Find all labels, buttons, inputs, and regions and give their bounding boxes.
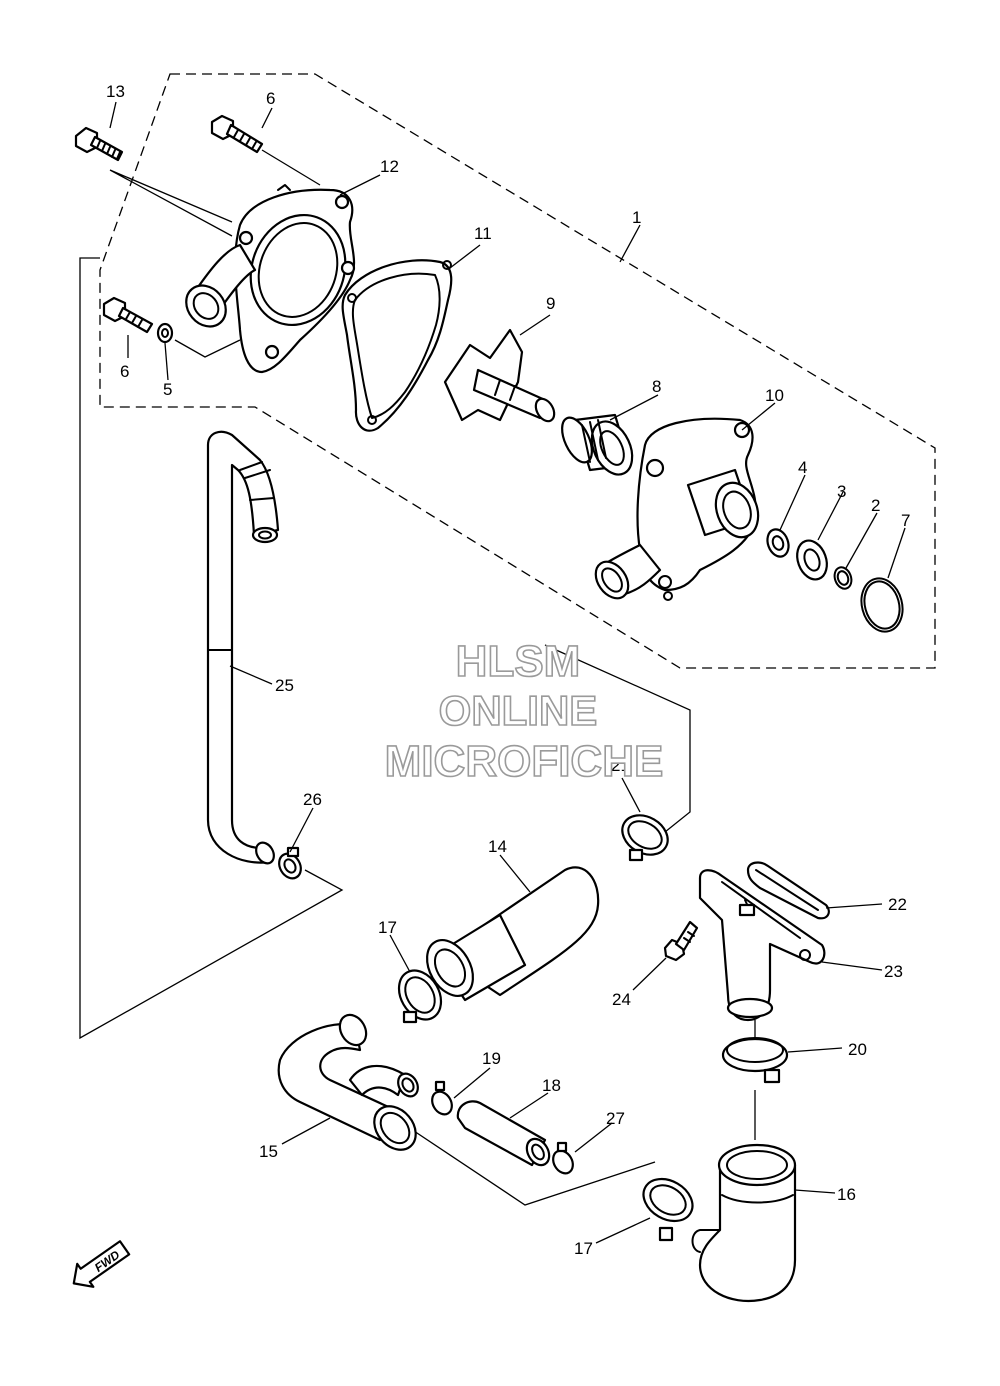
callout-4: 4 <box>798 458 807 477</box>
circlip-2[interactable] <box>832 565 855 591</box>
callout-25: 25 <box>275 676 294 695</box>
o-ring-7[interactable] <box>856 574 909 637</box>
bolt-6-lower[interactable] <box>102 296 154 334</box>
callout-16: 16 <box>837 1185 856 1204</box>
callout-11: 11 <box>474 224 492 243</box>
callout-8: 8 <box>652 377 661 396</box>
bolt-24[interactable] <box>663 920 699 962</box>
clamp-26[interactable] <box>275 846 305 882</box>
callout-1: 1 <box>632 208 641 227</box>
washer-5[interactable] <box>156 322 174 344</box>
clamp-21[interactable] <box>615 807 675 862</box>
clamp-17-lower[interactable] <box>636 1171 700 1242</box>
callout-17-lower: 17 <box>574 1239 593 1258</box>
pipe-15[interactable] <box>277 1010 425 1158</box>
callout-20: 20 <box>848 1040 867 1059</box>
callout-3: 3 <box>837 482 846 501</box>
clamp-20[interactable] <box>721 1037 789 1084</box>
hose-group-boundary <box>79 257 344 1040</box>
watermark-line-1: HLSM <box>456 637 581 686</box>
callout-7: 7 <box>901 511 910 530</box>
impeller-shaft-9[interactable] <box>443 328 558 424</box>
callout-10: 10 <box>765 386 784 405</box>
callout-15: 15 <box>259 1142 278 1161</box>
hose-25[interactable] <box>206 430 280 867</box>
callout-13: 13 <box>106 82 125 101</box>
callout-22: 22 <box>888 895 907 914</box>
bearing-3[interactable] <box>792 536 832 583</box>
oil-seal-4[interactable] <box>764 526 792 559</box>
callout-21: 21 <box>611 756 630 775</box>
pump-cover-12[interactable] <box>178 184 360 374</box>
gasket-11[interactable] <box>341 259 453 432</box>
mechanical-seal-8[interactable] <box>556 413 640 481</box>
thermostat-housing-23[interactable] <box>698 869 826 1022</box>
callout-6-lower: 6 <box>120 362 129 381</box>
clamp-21-bracket <box>544 644 691 833</box>
callout-14: 14 <box>488 837 507 856</box>
watermark: HLSM ONLINE MICROFICHE <box>384 636 664 787</box>
clamp-27[interactable] <box>549 1141 577 1177</box>
pipe-15-bracket <box>404 1124 656 1206</box>
hose-18[interactable] <box>456 1100 554 1169</box>
callout-5: 5 <box>163 380 172 399</box>
bolt-6-top[interactable] <box>210 114 264 154</box>
callout-12: 12 <box>380 157 399 176</box>
callout-23: 23 <box>884 962 903 981</box>
fwd-direction-arrow: FWD <box>72 1240 131 1288</box>
callout-27: 27 <box>606 1109 625 1128</box>
callout-labels: 1 2 3 4 5 6 6 7 8 9 10 11 12 13 14 15 16… <box>106 82 910 1258</box>
callout-6-top: 6 <box>266 89 275 108</box>
callout-26: 26 <box>303 790 322 809</box>
callout-24: 24 <box>612 990 631 1009</box>
leader-lines <box>109 101 906 1244</box>
pump-housing-10[interactable] <box>589 417 765 605</box>
hose-14[interactable] <box>418 866 600 1004</box>
assembly-1-boundary <box>99 73 936 669</box>
callout-19: 19 <box>482 1049 501 1068</box>
callout-18: 18 <box>542 1076 561 1095</box>
callout-17-upper: 17 <box>378 918 397 937</box>
clamp-19[interactable] <box>428 1080 456 1118</box>
hose-16[interactable] <box>691 1143 797 1303</box>
callout-9: 9 <box>546 294 555 313</box>
callout-2: 2 <box>871 496 880 515</box>
bolt-13[interactable] <box>74 126 124 162</box>
watermark-line-2: ONLINE <box>439 687 598 734</box>
gasket-22[interactable] <box>746 861 830 920</box>
watermark-line-3: MICROFICHE <box>385 737 664 786</box>
clamp-17-upper[interactable] <box>391 963 450 1027</box>
